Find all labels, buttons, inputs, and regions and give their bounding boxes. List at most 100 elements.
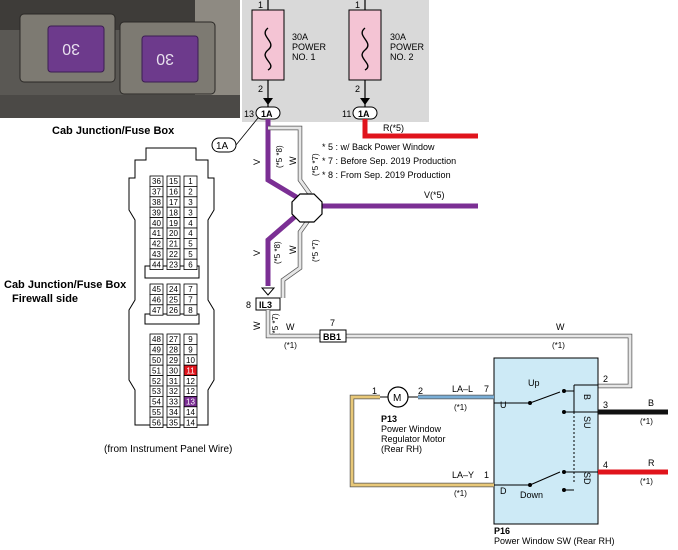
motor-pin-right: 2 [418,386,423,396]
connector-pin-label: 27 [169,335,178,344]
connector-pin-label: 35 [169,418,178,427]
wire-r-out-label: R [648,458,655,468]
connector-pin-label: 18 [169,208,178,217]
splice-junction [291,193,323,223]
fuse1-connector: 1A 13 [244,106,281,120]
side-connector-title-1: Cab Junction/Fuse Box [4,279,127,291]
connector-pin-label: 30 [169,366,178,375]
wire-la-l-note: (*1) [454,403,467,412]
connector-pin-label: 48 [152,335,161,344]
note-8: * 8 : From Sep. 2019 Production [322,170,451,180]
connector-pin-label: 53 [152,387,161,396]
connector-pin-label: 6 [188,260,193,269]
fuse-power-no1: 1 2 30A POWER NO. 1 [251,0,327,108]
connector-pin-label: 39 [152,208,161,217]
switch-b-label: B [582,394,592,400]
connector-pin-label: 2 [188,188,193,197]
connector-pin-label: 5 [188,240,193,249]
connector-pin-label: 28 [169,346,178,355]
switch-u-label: U [500,400,507,410]
wire-la-y-note: (*1) [454,489,467,498]
connector-pin-label: 13 [186,398,195,407]
connector-pin-label: 16 [169,188,178,197]
connector-pin-label: 34 [169,408,178,417]
wire-v-upper-note: (*5 *8) [275,145,284,168]
wire-b-out-label: B [648,398,654,408]
connector-pin-label: 47 [152,306,161,315]
wire-v-lower: V [252,250,262,256]
fuse2-line1: POWER [390,42,425,52]
connector-pin-label: 11 [186,366,195,375]
switch-d-label: D [500,486,507,496]
connector-callout-label: 1A [216,141,229,152]
side-connector-footer: (from Instrument Panel Wire) [104,444,232,455]
connector-pin-cell [183,304,198,316]
bb1-name: BB1 [323,332,341,342]
power-window-switch [493,357,599,525]
connector-pin-label: 49 [152,346,161,355]
connector-pin-label: 43 [152,250,161,259]
connector-pin-cell [149,258,164,271]
connector-il3: IL3 8 [246,287,281,311]
note-7: * 7 : Before Sep. 2019 Production [322,156,456,166]
switch-su-label: SU [582,416,592,429]
fuse2-connector-pin: 11 [342,109,351,119]
connector-pin-label: 46 [152,296,161,305]
motor-name-2: Regulator Motor [381,434,446,444]
connector-pin-label: 12 [186,377,195,386]
connector-pin-label: 51 [152,366,161,375]
fuse1-connector-pin: 13 [244,109,254,119]
wire-b-out-note: (*1) [640,417,653,426]
fuse1-connector-name: 1A [261,109,273,119]
connector-pin-cell [166,258,181,271]
connector-pin-label: 33 [169,398,178,407]
connector-pin-label: 14 [186,408,195,417]
connector-pin-label: 9 [188,346,193,355]
fuse2-line2: NO. 2 [390,52,414,62]
connector-pin-label: 54 [152,398,161,407]
wire-w-lower-note: (*5 *7) [311,239,320,262]
fuse2-rating: 30A [390,32,406,42]
side-connector-title-2: Firewall side [12,293,78,305]
connector-pin-label: 5 [188,250,193,259]
connector-pin-label: 41 [152,229,161,238]
fuse2-connector: 1A 11 [342,106,378,120]
wire-violet-lower [265,212,300,286]
connector-pin-label: 38 [152,198,161,207]
connector-pin-label: 37 [152,188,161,197]
connector-pin-cell [166,304,181,316]
connector-pin-label: 8 [188,306,193,315]
connector-pin-cell [183,258,198,271]
connector-pin-label: 3 [188,198,193,207]
fuse-power-no2: 1 2 30A POWER NO. 2 [348,0,425,108]
wire-red-top-label: R(*5) [383,123,404,133]
switch-pin-b-top: 2 [603,374,608,384]
bb1-pin: 7 [330,318,335,328]
connector-pin-label: 22 [169,250,178,259]
connector-pin-label: 32 [169,387,178,396]
connector-pin-label: 7 [188,285,193,294]
wire-violet-main [265,119,300,201]
connector-pin-label: 3 [188,208,193,217]
wire-la-y-label: LA–Y [452,470,474,480]
wire-w-upper: W [288,156,298,165]
connector-pin-label: 4 [188,219,193,228]
connector-pin-label: 42 [152,240,161,249]
wire-bb1-left: W [286,322,295,332]
photo-caption: Cab Junction/Fuse Box [52,125,175,137]
fuse2-pin-top: 1 [355,0,360,10]
switch-name: Power Window SW (Rear RH) [494,536,615,546]
switch-pin-la-y: 1 [484,470,489,480]
connector-pin-label: 12 [186,387,195,396]
connector-pin-label: 40 [152,219,161,228]
connector-pin-label: 7 [188,296,193,305]
fuse2-connector-name: 1A [358,109,370,119]
motor-pin-left: 1 [372,386,377,396]
fuse1-pin-top: 1 [258,0,263,10]
connector-pin-label: 31 [169,377,178,386]
connector-pin-cell [149,416,164,429]
il3-name: IL3 [259,300,272,310]
connector-pin-label: 24 [169,285,178,294]
switch-sd-label: SD [582,472,592,485]
